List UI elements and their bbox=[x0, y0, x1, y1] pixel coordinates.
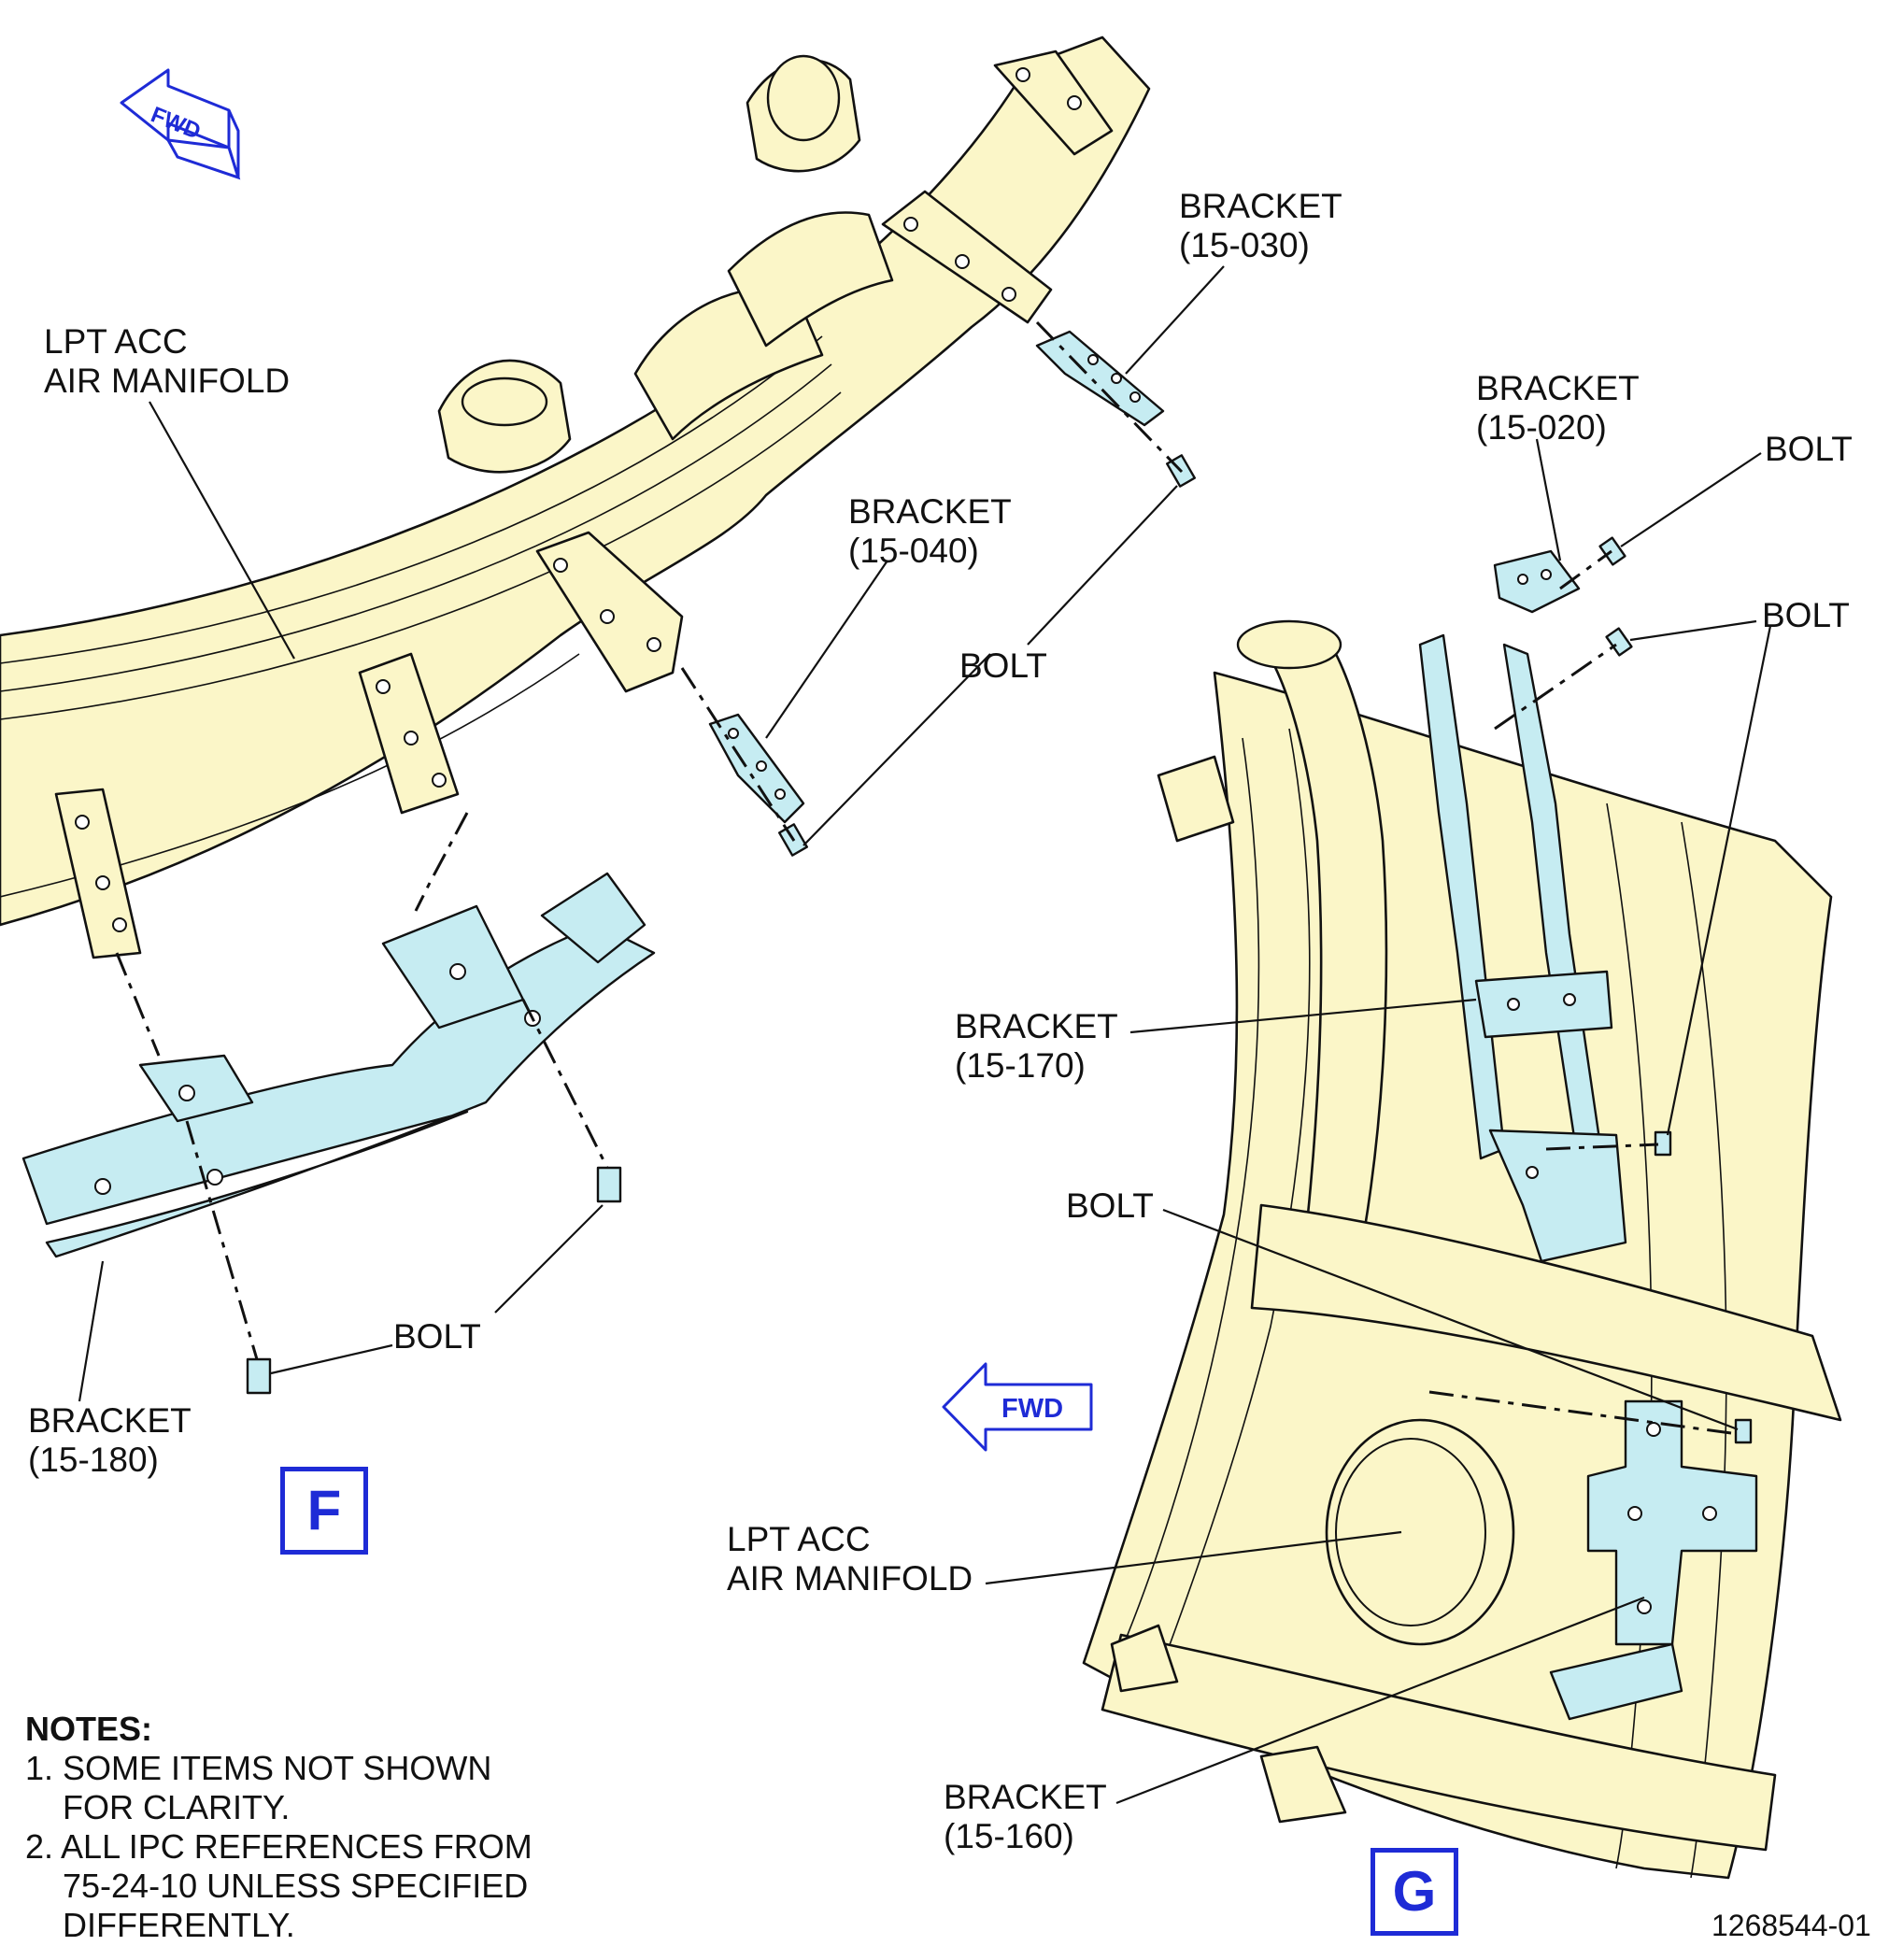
leader-g-bolt-2b bbox=[1666, 625, 1772, 1136]
fwd-arrow-f-icon: FWD bbox=[120, 68, 241, 180]
leader-g-bracket-160 bbox=[1115, 1596, 1645, 1805]
callout-g-bracket-160: BRACKET (15-160) bbox=[944, 1778, 1107, 1855]
view-f-bracket-15-030 bbox=[1035, 330, 1165, 427]
view-f-manifold bbox=[0, 36, 1151, 959]
callout-g-bolt-2: BOLT bbox=[1762, 596, 1850, 634]
note-2-line-1: 2. ALL IPC REFERENCES FROM bbox=[25, 1827, 533, 1866]
callout-f-bracket-030: BRACKET (15-030) bbox=[1179, 187, 1342, 264]
view-g-bracket-15-020 bbox=[1493, 549, 1581, 614]
note-2-line-3: DIFFERENTLY. bbox=[63, 1906, 295, 1944]
view-f-assembly-line-6 bbox=[185, 1120, 259, 1360]
callout-g-manifold: LPT ACC AIR MANIFOLD bbox=[727, 1520, 973, 1598]
callout-g-bolt-1: BOLT bbox=[1765, 430, 1853, 468]
leader-g-bolt-1 bbox=[1620, 452, 1762, 547]
view-f-assembly-line-1 bbox=[1035, 320, 1184, 474]
callout-g-bracket-170: BRACKET (15-170) bbox=[955, 1007, 1118, 1085]
leader-f-bolt-upper-2 bbox=[802, 653, 991, 846]
figure-id: 1268544-01 bbox=[1711, 1909, 1871, 1942]
view-label-f: F bbox=[280, 1467, 368, 1555]
leader-f-bracket-180 bbox=[78, 1260, 105, 1402]
leader-g-bolt-2a bbox=[1629, 619, 1757, 642]
fwd-label-g: FWD bbox=[1001, 1394, 1063, 1424]
leader-f-bolt-lower-2 bbox=[494, 1204, 604, 1314]
leader-f-bolt-upper bbox=[1027, 485, 1178, 646]
view-g-bolts bbox=[1598, 536, 1753, 1444]
view-g-bracket-15-160 bbox=[1549, 1399, 1758, 1721]
callout-f-manifold: LPT ACC AIR MANIFOLD bbox=[44, 322, 291, 400]
callout-f-bracket-040: BRACKET (15-040) bbox=[848, 492, 1012, 570]
leader-g-bracket-170 bbox=[1129, 998, 1477, 1034]
view-f-assembly-line-3 bbox=[115, 952, 161, 1057]
callout-f-bracket-180: BRACKET (15-180) bbox=[28, 1401, 192, 1479]
view-g-assembly-line-4 bbox=[1428, 1390, 1739, 1436]
view-f-assembly-line-4 bbox=[414, 812, 469, 912]
notes-block: NOTES: 1. SOME ITEMS NOT SHOWN FOR CLARI… bbox=[25, 1710, 533, 1945]
leader-f-manifold bbox=[149, 401, 295, 660]
callout-f-bolt-lower: BOLT bbox=[393, 1317, 481, 1356]
leader-f-bolt-lower-1 bbox=[270, 1343, 393, 1375]
leader-g-bracket-020 bbox=[1535, 438, 1562, 561]
callout-g-bolt-3: BOLT bbox=[1066, 1186, 1154, 1225]
view-g-assembly-line-3 bbox=[1545, 1143, 1659, 1151]
leader-g-manifold bbox=[985, 1530, 1402, 1585]
note-1-line-2: FOR CLARITY. bbox=[63, 1788, 291, 1826]
note-1-line-1: 1. SOME ITEMS NOT SHOWN bbox=[25, 1749, 492, 1787]
leader-f-bracket-030 bbox=[1125, 265, 1225, 375]
view-g-bracket-15-170 bbox=[1418, 633, 1627, 1263]
view-f-bracket-15-040 bbox=[708, 713, 805, 824]
leader-g-bolt-3 bbox=[1162, 1208, 1739, 1431]
notes-title: NOTES: bbox=[25, 1710, 153, 1748]
fwd-arrow-g-icon: FWD bbox=[942, 1362, 1093, 1452]
view-f-assembly-line-5 bbox=[521, 999, 609, 1169]
view-f-assembly-line-2 bbox=[680, 667, 796, 842]
view-f-bracket-15-180 bbox=[21, 872, 656, 1258]
view-g-assembly-line-1 bbox=[1559, 549, 1612, 590]
callout-f-bolt-upper: BOLT bbox=[959, 646, 1047, 685]
leader-f-bracket-040 bbox=[765, 560, 888, 739]
callout-g-bracket-020: BRACKET (15-020) bbox=[1476, 369, 1640, 447]
view-label-g: G bbox=[1371, 1848, 1458, 1936]
note-2-line-2: 75-24-10 UNLESS SPECIFIED bbox=[63, 1867, 529, 1905]
